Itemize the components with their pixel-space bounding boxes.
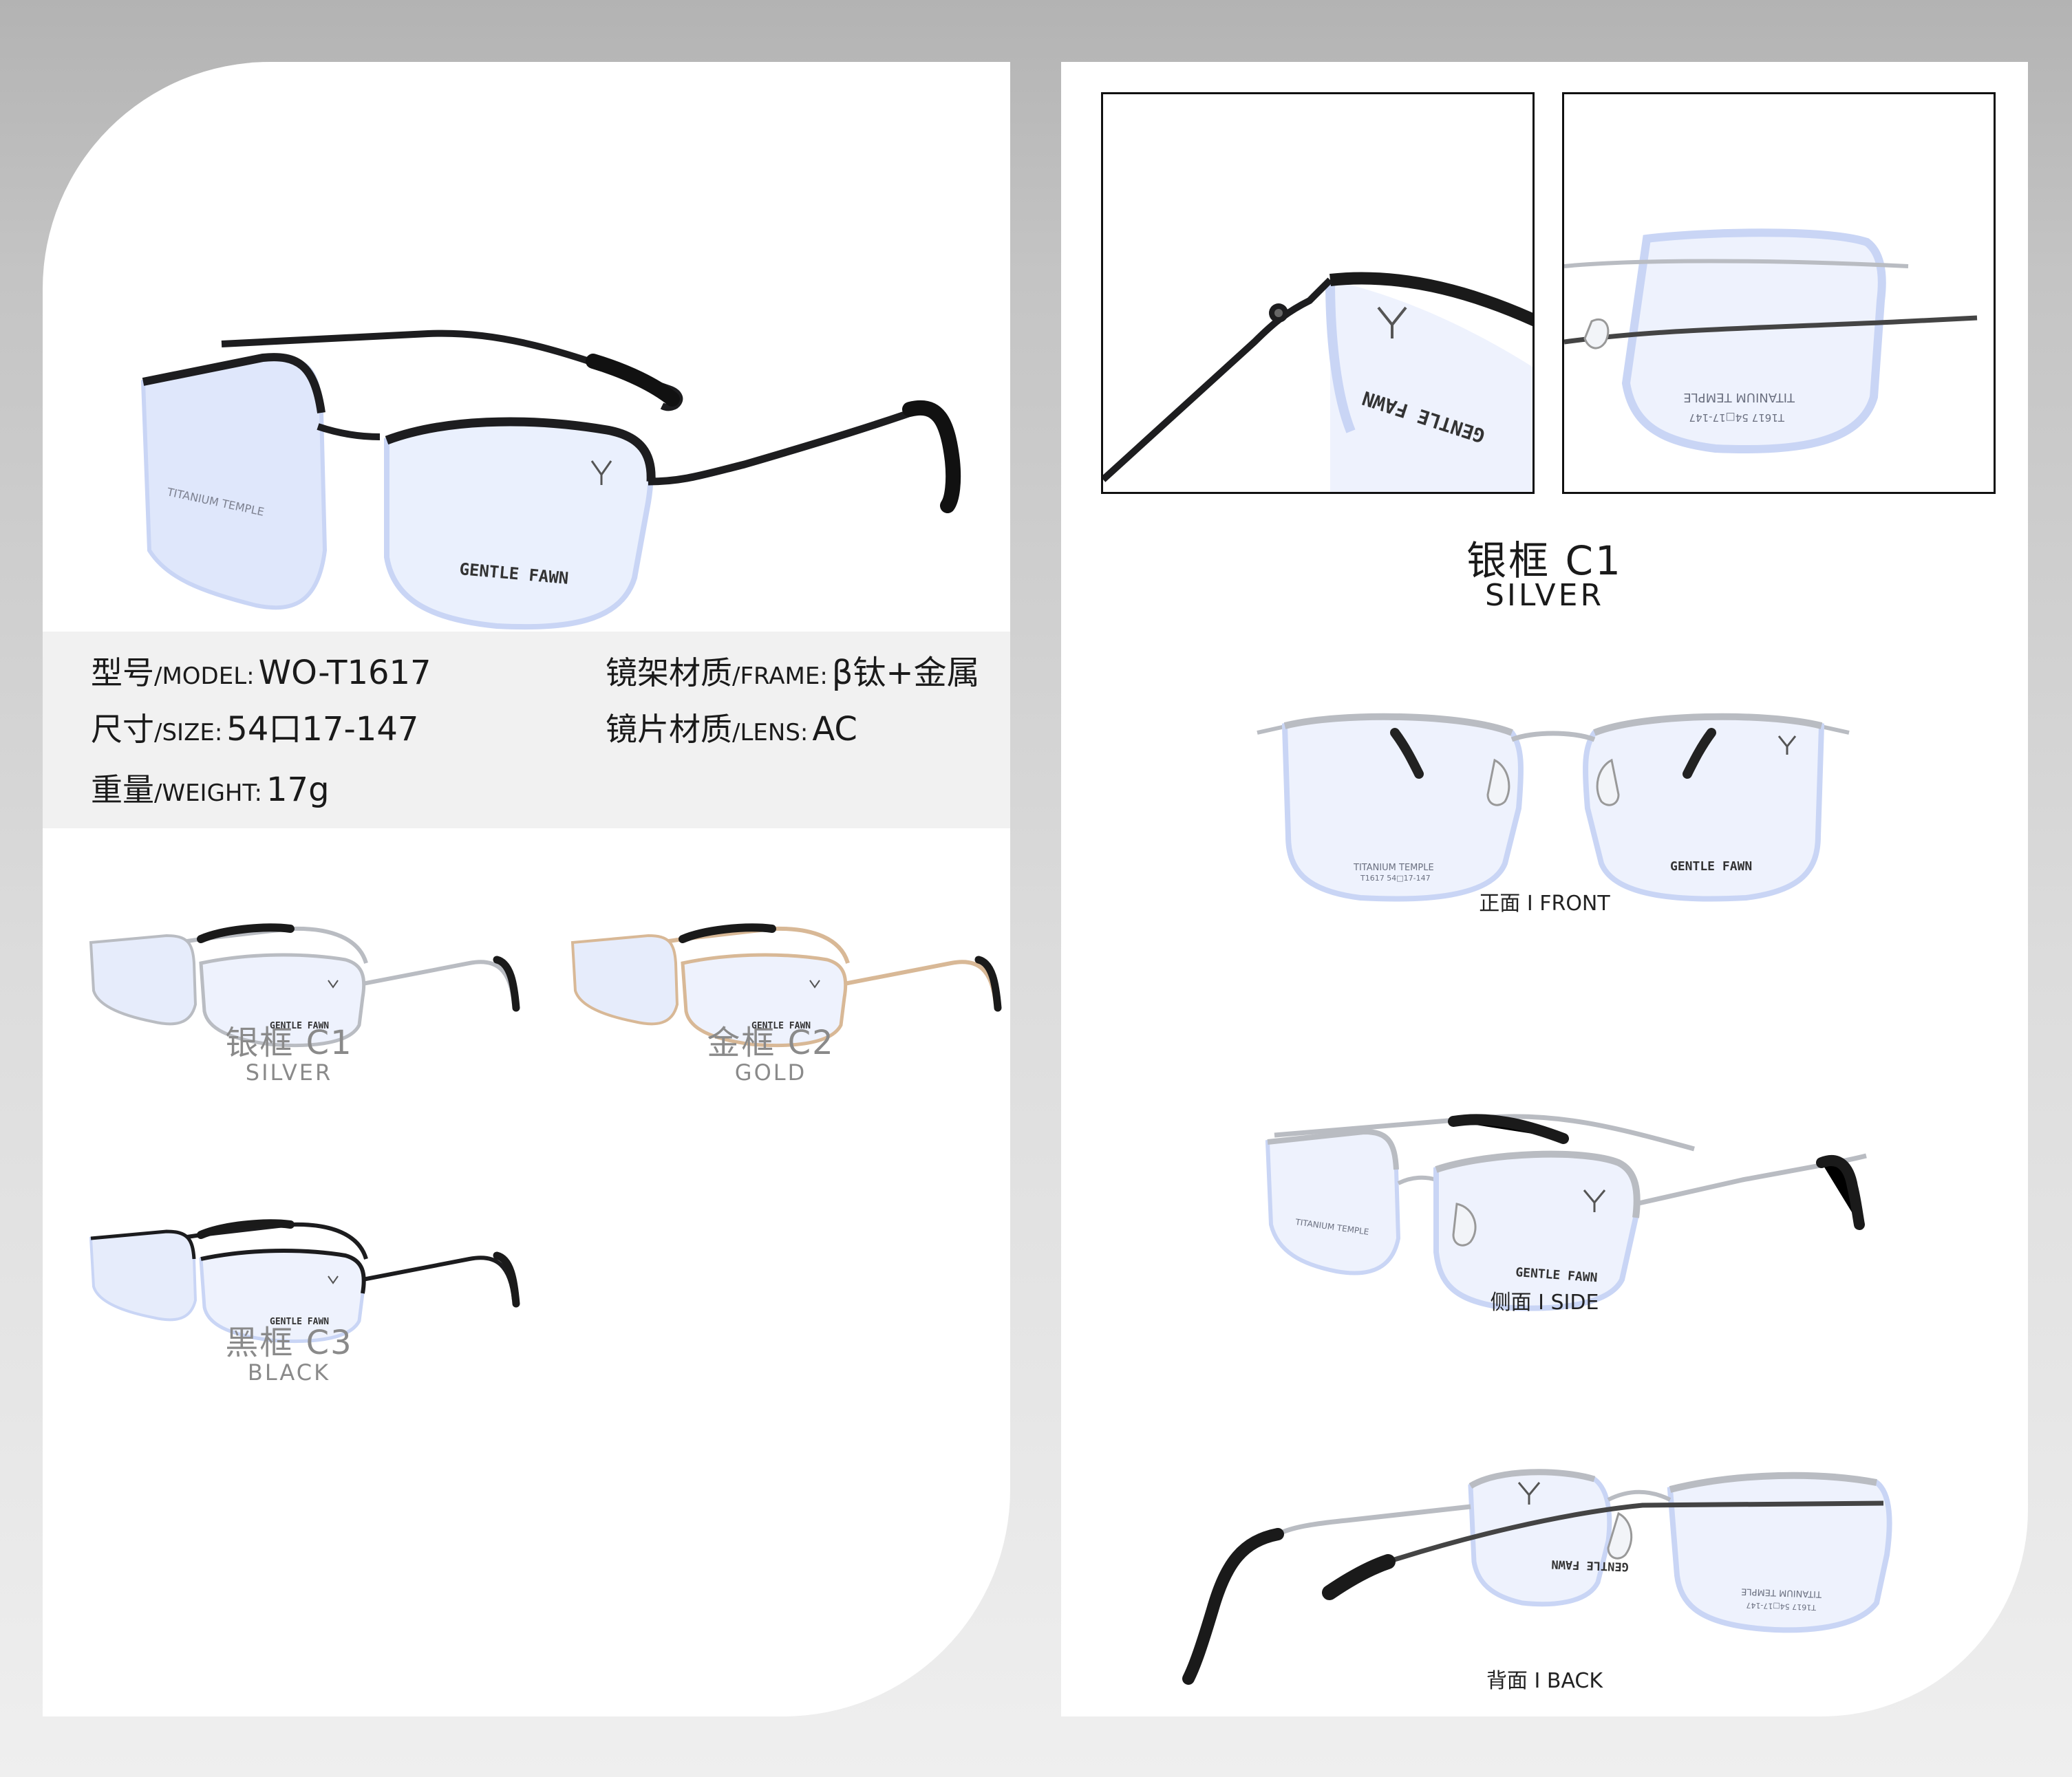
spec-model: 型号/MODEL:WO-T1617 bbox=[91, 654, 431, 692]
svg-text:T1617 54□17-147: T1617 54□17-147 bbox=[1689, 411, 1786, 424]
front-view-image: TITANIUM TEMPLE T1617 54□17-147 GENTLE F… bbox=[1257, 671, 1850, 905]
svg-text:GENTLE FAWN: GENTLE FAWN bbox=[751, 1021, 811, 1031]
spec-weight: 重量/WEIGHT:17g bbox=[91, 771, 330, 809]
variant-silver-image: GENTLE FAWN bbox=[84, 867, 524, 1048]
spec-frame-material: 镜架材质/FRAME:β钛+金属 bbox=[606, 654, 980, 692]
front-view-caption: 正面 I FRONT bbox=[1479, 892, 1610, 916]
variant-silver-en: SILVER bbox=[245, 1059, 333, 1086]
right-color-cn: 银框 C1 bbox=[1466, 537, 1623, 584]
variant-black-en: BLACK bbox=[247, 1359, 331, 1386]
svg-text:TITANIUM TEMPLE: TITANIUM TEMPLE bbox=[1353, 863, 1434, 873]
right-color-en: SILVER bbox=[1484, 578, 1605, 613]
side-view-image: TITANIUM TEMPLE GENTLE FAWN bbox=[1261, 1053, 1880, 1314]
variant-black-cn: 黑框 C3 bbox=[225, 1324, 353, 1362]
right-detail-panel: GENTLE FAWN TITANIUM TEMPLE T1617 54□17-… bbox=[1061, 62, 2028, 1716]
svg-text:GENTLE FAWN: GENTLE FAWN bbox=[270, 1317, 329, 1327]
left-product-panel: TITANIUM TEMPLE GENTLE FAWN 型号/MODEL:WO-… bbox=[43, 62, 1010, 1716]
detail-lens-print-closeup: TITANIUM TEMPLE T1617 54□17-147 bbox=[1562, 92, 1996, 494]
hero-glasses-image: TITANIUM TEMPLE GENTLE FAWN bbox=[84, 255, 1006, 640]
spec-band bbox=[43, 632, 1010, 828]
svg-text:GENTLE FAWN: GENTLE FAWN bbox=[1551, 1557, 1629, 1573]
back-view-caption: 背面 I BACK bbox=[1486, 1669, 1603, 1693]
variant-gold-image: GENTLE FAWN bbox=[566, 867, 1006, 1048]
svg-text:T1617 54□17-147: T1617 54□17-147 bbox=[1746, 1601, 1817, 1613]
svg-text:GENTLE FAWN: GENTLE FAWN bbox=[1670, 859, 1752, 874]
side-view-caption: 侧面 I SIDE bbox=[1490, 1291, 1599, 1315]
variant-black-image: GENTLE FAWN bbox=[84, 1163, 524, 1344]
detail-hinge-closeup: GENTLE FAWN bbox=[1101, 92, 1535, 494]
variant-gold-cn: 金框 C2 bbox=[707, 1024, 835, 1062]
spec-lens-material: 镜片材质/LENS:AC bbox=[606, 710, 857, 749]
svg-text:GENTLE FAWN: GENTLE FAWN bbox=[270, 1021, 329, 1031]
back-view-image: GENTLE FAWN TITANIUM TEMPLE T1617 54□17-… bbox=[1175, 1403, 1959, 1706]
svg-text:T1617 54□17-147: T1617 54□17-147 bbox=[1360, 874, 1431, 883]
variant-gold-en: GOLD bbox=[734, 1059, 807, 1086]
variant-silver-cn: 银框 C1 bbox=[225, 1024, 353, 1062]
svg-text:TITANIUM TEMPLE: TITANIUM TEMPLE bbox=[1683, 390, 1795, 405]
svg-text:TITANIUM TEMPLE: TITANIUM TEMPLE bbox=[1741, 1586, 1822, 1599]
spec-size: 尺寸/SIZE:54口17-147 bbox=[91, 710, 419, 749]
